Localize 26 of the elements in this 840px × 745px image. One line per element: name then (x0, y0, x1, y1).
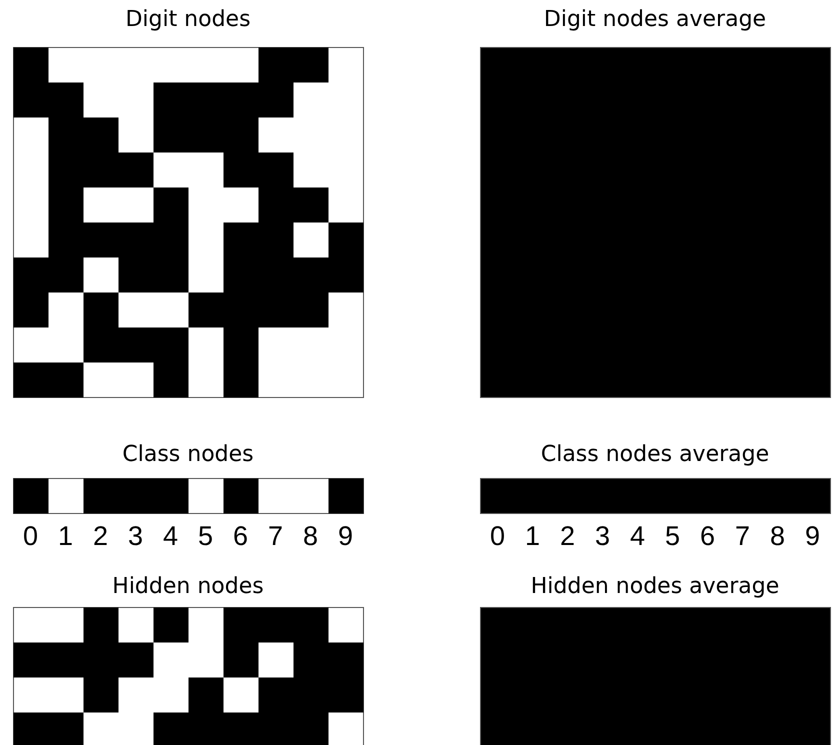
class-index-label: 1 (58, 521, 74, 551)
class-index-label: 3 (128, 521, 144, 551)
class-index-label: 1 (525, 521, 540, 551)
class-index-label: 4 (630, 521, 646, 551)
panel-title: Digit nodes (125, 6, 251, 34)
class-index-label: 7 (735, 521, 750, 551)
class-index-label: 0 (23, 521, 38, 551)
class-index-label: 9 (805, 521, 820, 551)
class-index-label: 9 (338, 521, 354, 551)
panel-title: Class nodes (122, 441, 254, 469)
class-index-label: 6 (700, 521, 716, 551)
panel-title: Hidden nodes (112, 573, 264, 601)
class-index-label: 4 (163, 521, 178, 551)
class-index-label: 8 (303, 521, 318, 551)
panel-title: Digit nodes average (544, 6, 766, 34)
class-index-label: 6 (233, 521, 248, 551)
class-index-label: 7 (268, 521, 284, 551)
class-index-label: 2 (560, 521, 576, 551)
class-index-label: 8 (770, 521, 786, 551)
panel-title: Class nodes average (540, 441, 770, 469)
class-index-label: 3 (595, 521, 610, 551)
class-index-label: 5 (665, 521, 680, 551)
panel-title: Hidden nodes average (530, 573, 780, 601)
class-index-label: 2 (93, 521, 108, 551)
class-index-label: 0 (490, 521, 506, 551)
class-index-label: 5 (198, 521, 214, 551)
